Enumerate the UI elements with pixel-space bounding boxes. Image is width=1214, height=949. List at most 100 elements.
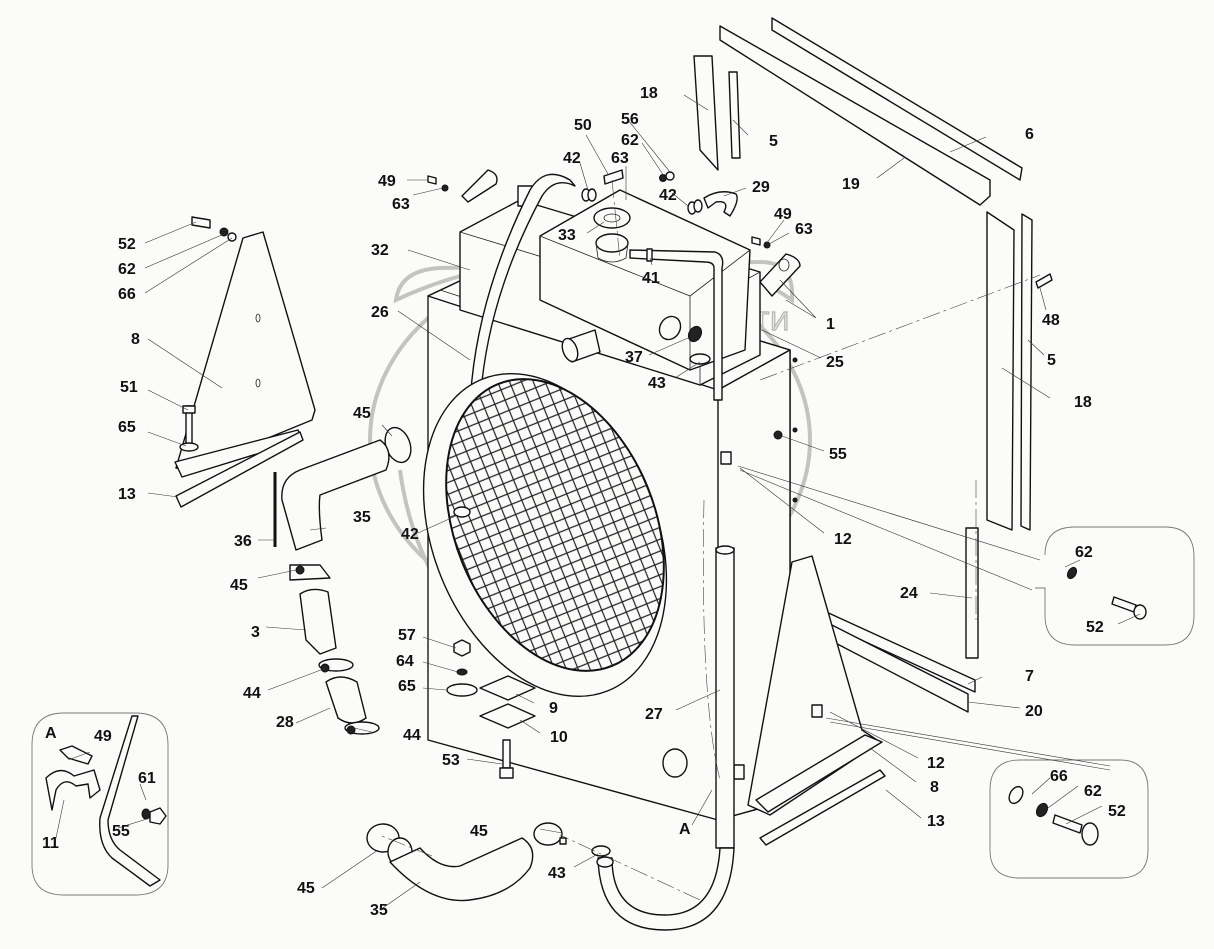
hose-35-upper: [281, 439, 390, 551]
bracket-8-right-foot: [755, 734, 883, 813]
callout-37: 37: [625, 349, 643, 366]
callout-12: 12: [834, 531, 852, 548]
callout-49: 49: [378, 173, 396, 190]
detail-view-label: A: [45, 725, 57, 742]
callout-57: 57: [398, 627, 416, 644]
callout-66: 66: [118, 286, 136, 303]
side-plate-18-top: [693, 55, 719, 171]
bolt-50: [603, 169, 624, 185]
oring-42-a: [587, 188, 597, 202]
callout-18: 18: [640, 85, 658, 102]
callout-45: 45: [297, 880, 315, 897]
hose-35-lower: [389, 837, 534, 902]
callout-41: 41: [642, 270, 660, 287]
plate-13-right: [759, 769, 886, 846]
washer-66-detail: [1008, 785, 1024, 805]
pipe-27: [715, 547, 735, 849]
plate-9: [479, 675, 536, 701]
callout-62: 62: [1075, 544, 1093, 561]
callout-27: 27: [645, 706, 663, 723]
callout-45: 45: [353, 405, 371, 422]
frame-top-parts: [693, 17, 1033, 713]
pipe-3: [299, 588, 337, 655]
top-plate-19: [719, 25, 991, 206]
plug-43-bottom: [591, 845, 611, 857]
sleeve-28: [325, 676, 367, 724]
nut-55-detail: [149, 807, 167, 825]
filler-neck: [595, 233, 629, 253]
washer-61-detail: [141, 808, 151, 820]
callout-63: 63: [795, 221, 813, 238]
clip-12-b: [811, 704, 823, 718]
callout-9: 9: [549, 700, 558, 717]
bottom-outlet: [662, 748, 688, 778]
callout-1: 1: [826, 316, 835, 333]
callout-24: 24: [900, 585, 918, 602]
bolt-49-b: [751, 236, 761, 246]
callout-50: 50: [574, 117, 592, 134]
callout-61: 61: [138, 770, 156, 787]
right-bracket-assembly: [591, 545, 886, 931]
callout-8: 8: [930, 779, 939, 796]
top-strip-6: [771, 17, 1023, 181]
clamp-11-detail: [45, 769, 101, 811]
callout-53: 53: [442, 752, 460, 769]
callout-55: 55: [112, 823, 130, 840]
callout-36: 36: [234, 533, 252, 550]
callout-20: 20: [1025, 703, 1043, 720]
callout-11: 11: [42, 835, 59, 852]
oring-42-b: [693, 199, 703, 213]
detail-view-a: [31, 712, 169, 896]
callout-65: 65: [118, 419, 136, 436]
bolt-52-detail-b: [1052, 814, 1083, 834]
washer-65-left: [179, 442, 199, 452]
bolt-53: [502, 739, 511, 769]
bolt-52-detail: [1111, 596, 1137, 613]
washer-65-mount: [446, 683, 478, 697]
top-fasteners: [427, 169, 1053, 289]
callout-49: 49: [774, 206, 792, 223]
callout-42: 42: [659, 187, 677, 204]
callout-13: 13: [118, 486, 136, 503]
callout-5: 5: [1047, 352, 1056, 369]
clip-12-a: [720, 451, 732, 465]
callout-7: 7: [1025, 668, 1034, 685]
callout-13: 13: [927, 813, 945, 830]
callout-56: 56: [621, 111, 639, 128]
bolt-49-detail: [59, 745, 93, 765]
hose-29: [703, 191, 738, 217]
plate-13-left: [175, 431, 304, 508]
callout-43: 43: [648, 375, 666, 392]
overflow-pipe: [629, 249, 724, 401]
clamp-45-b: [289, 564, 331, 581]
bracket-8-left: [175, 231, 316, 471]
callout-49: 49: [94, 728, 112, 745]
clamp-45-d: [533, 822, 563, 846]
callout-62: 62: [621, 132, 639, 149]
rubber-strip-24: [965, 527, 979, 659]
callout-29: 29: [752, 179, 770, 196]
callout-8: 8: [131, 331, 140, 348]
callout-35: 35: [353, 509, 371, 526]
strip-5-top: [728, 71, 741, 159]
callout-12: 12: [927, 755, 945, 772]
callout-44: 44: [243, 685, 261, 702]
mount-stack: [446, 639, 536, 779]
callout-66: 66: [1050, 768, 1068, 785]
callout-3: 3: [251, 624, 260, 641]
bottom-hose: [366, 822, 567, 902]
washer-64: [456, 668, 468, 676]
pad-10: [479, 703, 536, 729]
callout-63: 63: [392, 196, 410, 213]
tank-bracket-left: [461, 169, 498, 203]
side-plate-18-right: [986, 211, 1015, 531]
callout-a-arrow: A: [679, 821, 691, 838]
callout-26: 26: [371, 304, 389, 321]
callout-43: 43: [548, 865, 566, 882]
callout-42: 42: [563, 150, 581, 167]
detail-bubble-right-lower: [989, 759, 1149, 879]
left-hoses: [281, 426, 412, 735]
callout-42: 42: [401, 526, 419, 543]
